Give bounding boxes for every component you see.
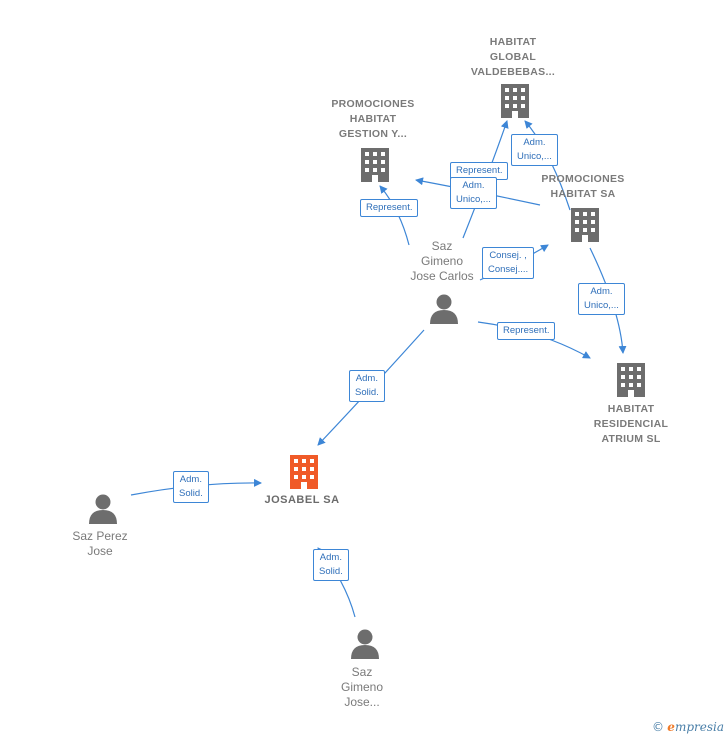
node-label-saz-gimeno-jose[interactable]: Saz Gimeno Jose... xyxy=(340,665,384,709)
person-icon[interactable] xyxy=(430,294,458,325)
brand-logo-text: mpresia xyxy=(674,720,724,734)
footer-brand: © empresia xyxy=(652,720,724,734)
building-icon[interactable] xyxy=(571,208,599,242)
edge-label-adm-unico-promo-residencial[interactable]: Adm. Unico,... xyxy=(578,283,625,315)
copyright-symbol: © xyxy=(651,720,664,734)
edge-label-consej[interactable]: Consej. , Consej.... xyxy=(482,247,535,279)
node-label-habitat-residencial[interactable]: HABITAT RESIDENCIAL ATRIUM SL xyxy=(593,403,669,445)
building-icon[interactable] xyxy=(617,363,645,397)
building-icon[interactable] xyxy=(290,455,318,489)
node-label-habitat-global[interactable]: HABITAT GLOBAL VALDEBEBAS... xyxy=(470,36,556,78)
node-label-promociones-gestion[interactable]: PROMOCIONES HABITAT GESTION Y... xyxy=(331,98,415,140)
edge-label-represent-residencial[interactable]: Represent. xyxy=(497,322,556,340)
edge-label-adm-unico-carlos-global[interactable]: Adm. Unico,... xyxy=(450,177,497,209)
node-label-josabel[interactable]: JOSABEL SA xyxy=(264,494,340,506)
building-icon[interactable] xyxy=(361,148,389,182)
edge-label-adm-solid-carlos[interactable]: Adm. Solid. xyxy=(349,370,385,402)
brand-logo-initial: e xyxy=(667,720,675,734)
person-icon[interactable] xyxy=(89,494,117,525)
node-label-saz-perez-jose[interactable]: Saz Perez Jose xyxy=(72,529,128,558)
edge-label-represent-gestion[interactable]: Represent. xyxy=(360,199,419,217)
edge-label-adm-solid-perez[interactable]: Adm. Solid. xyxy=(173,471,209,503)
person-icon[interactable] xyxy=(351,629,379,660)
edge-label-adm-solid-jose[interactable]: Adm. Solid. xyxy=(313,549,349,581)
building-icon[interactable] xyxy=(501,84,529,118)
node-label-saz-gimeno-jose-carlos[interactable]: Saz Gimeno Jose Carlos xyxy=(410,239,474,283)
node-label-promociones-habitat[interactable]: PROMOCIONES HABITAT SA xyxy=(541,173,625,200)
edge-label-adm-unico-promo-global[interactable]: Adm. Unico,... xyxy=(511,134,558,166)
